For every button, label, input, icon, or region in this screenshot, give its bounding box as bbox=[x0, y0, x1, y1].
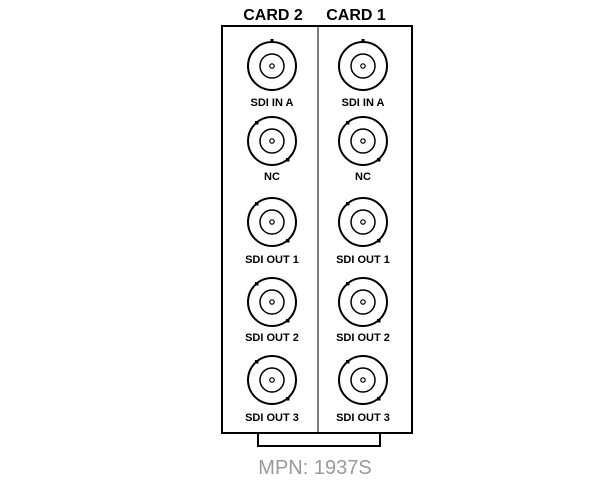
mpn-label: MPN: 1937S bbox=[258, 457, 372, 479]
card-1-port-label-sdi-in-a: SDI IN A bbox=[341, 97, 385, 109]
card-1-sdi-out-1-bnc-connector-icon bbox=[338, 197, 388, 247]
card-1-port-label-sdi-out-3: SDI OUT 3 bbox=[336, 412, 390, 424]
card-2-header: CARD 2 bbox=[243, 7, 303, 24]
card-1-header: CARD 1 bbox=[326, 7, 386, 24]
card-2-sdi-out-1-bnc-connector-icon bbox=[247, 197, 297, 247]
card-2-sdi-out-2-bnc-connector-icon bbox=[247, 277, 297, 327]
card-2-port-label-sdi-out-1: SDI OUT 1 bbox=[245, 254, 299, 266]
card-1-port-label-sdi-out-1: SDI OUT 1 bbox=[336, 254, 390, 266]
card-2-port-label-nc: NC bbox=[264, 171, 280, 183]
card-1-sdi-out-3-bnc-connector-icon bbox=[338, 355, 388, 405]
card-2-sdi-in-a-bnc-connector-icon bbox=[247, 39, 297, 91]
card-2-port-label-sdi-out-2: SDI OUT 2 bbox=[245, 332, 299, 344]
card-1-port-label-sdi-out-2: SDI OUT 2 bbox=[336, 332, 390, 344]
card-2-port-label-sdi-in-a: SDI IN A bbox=[250, 97, 294, 109]
card-1-sdi-out-2-bnc-connector-icon bbox=[338, 277, 388, 327]
card-1-sdi-in-a-bnc-connector-icon bbox=[338, 39, 388, 91]
card-1-port-label-nc: NC bbox=[355, 171, 371, 183]
card-1-nc-bnc-connector-icon bbox=[338, 116, 388, 166]
card-2-nc-bnc-connector-icon bbox=[247, 116, 297, 166]
connectors-layer bbox=[247, 39, 388, 405]
card-2-sdi-out-3-bnc-connector-icon bbox=[247, 355, 297, 405]
card-2-port-label-sdi-out-3: SDI OUT 3 bbox=[245, 412, 299, 424]
